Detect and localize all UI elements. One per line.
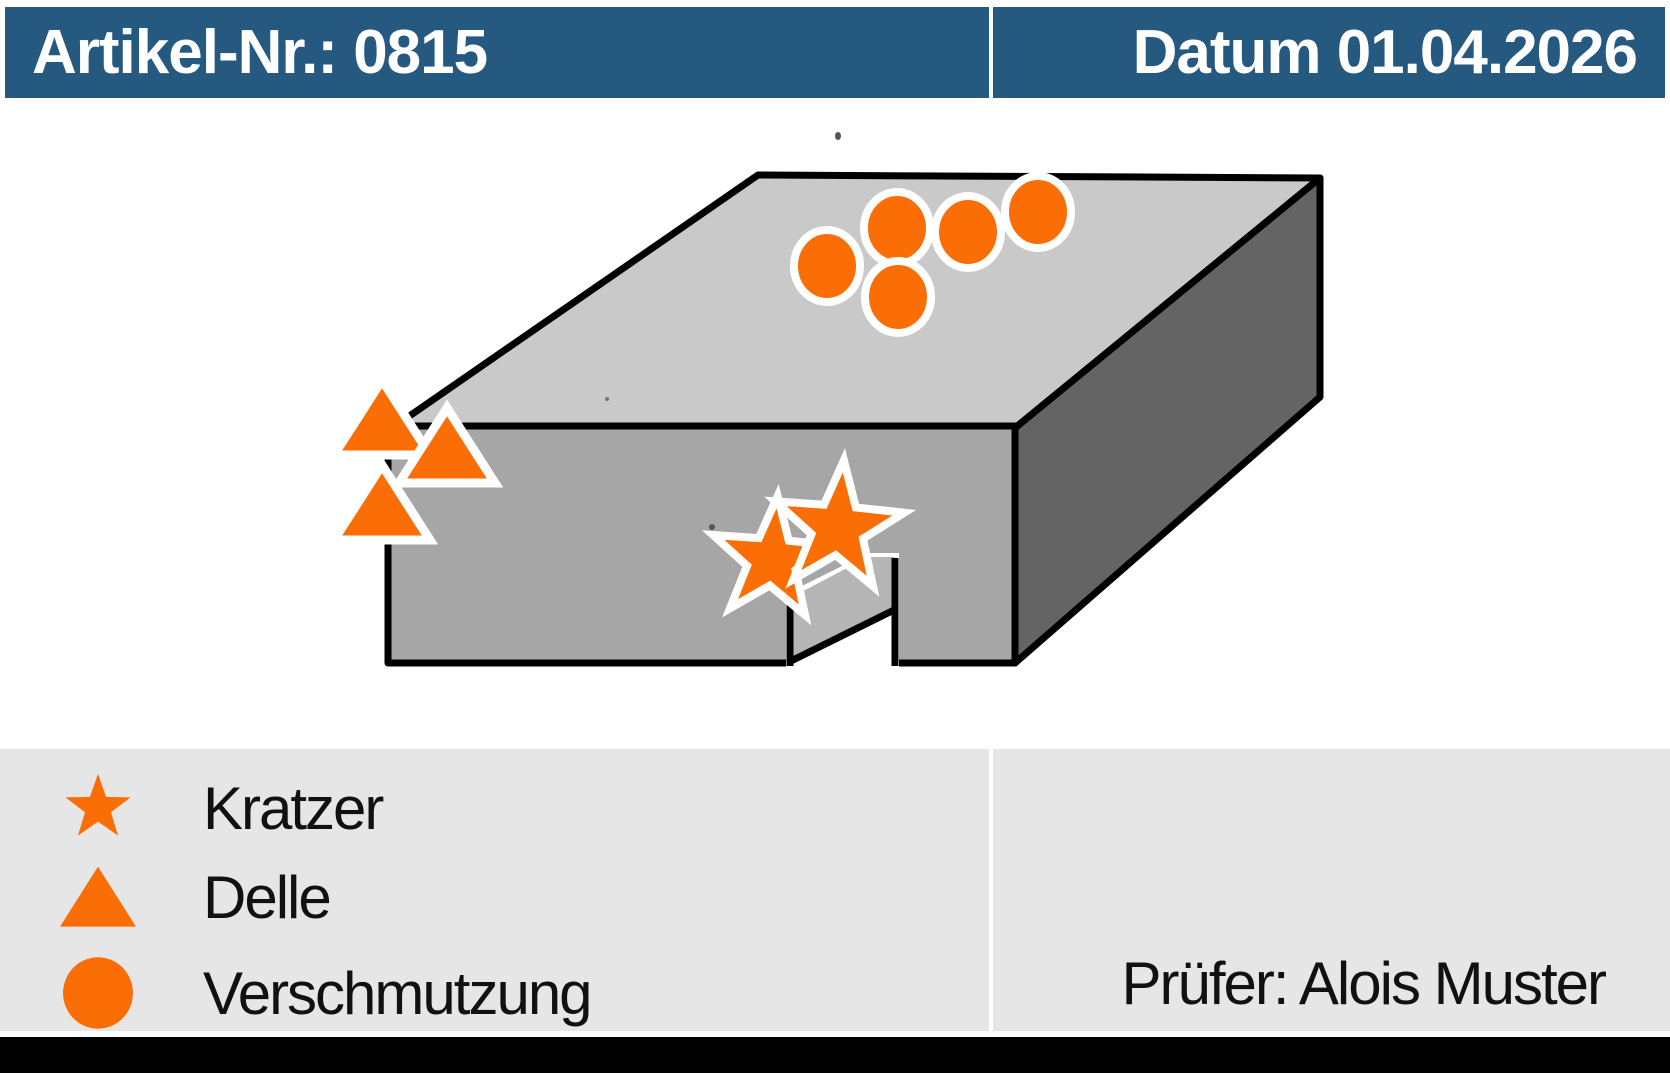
legend-panel: Kratzer Delle Verschmutzung [0, 749, 989, 1031]
legend-label-verschmutzung: Verschmutzung [203, 959, 593, 1027]
inspector-label: Prüfer: Alois Muster [1121, 950, 1607, 1017]
circle-icon [63, 957, 133, 1029]
footer-bar [0, 1037, 1670, 1073]
inspector-panel: Prüfer: Alois Muster [993, 749, 1670, 1031]
legend-item-verschmutzung: Verschmutzung [0, 953, 593, 1033]
verschmutzung-marker [861, 257, 935, 337]
verschmutzung-marker [860, 188, 934, 268]
article-number-header: Artikel-Nr.: 0815 [5, 7, 989, 98]
date-label: Datum 01.04.2026 [1132, 18, 1638, 87]
legend-item-kratzer: Kratzer [0, 768, 384, 848]
triangle-icon [60, 866, 136, 927]
legend-label-kratzer: Kratzer [203, 774, 384, 842]
legend-label-delle: Delle [203, 863, 332, 931]
speck [835, 132, 841, 140]
kratzer-marker [764, 448, 917, 597]
legend-item-delle: Delle [0, 857, 332, 937]
verschmutzung-marker [790, 226, 864, 306]
article-number-label: Artikel-Nr.: 0815 [32, 18, 488, 87]
defect-markers [325, 172, 1075, 626]
speck [709, 524, 715, 530]
block-front-face [384, 422, 1019, 667]
delle-marker [390, 399, 504, 488]
date-header: Datum 01.04.2026 [993, 7, 1665, 98]
verschmutzung-marker [931, 192, 1005, 272]
delle-marker [325, 371, 439, 460]
star-icon [65, 773, 131, 836]
notch-floor-edge [787, 606, 896, 666]
verschmutzung-marker [1001, 172, 1075, 252]
delle-marker [325, 456, 439, 545]
speck [605, 397, 609, 401]
